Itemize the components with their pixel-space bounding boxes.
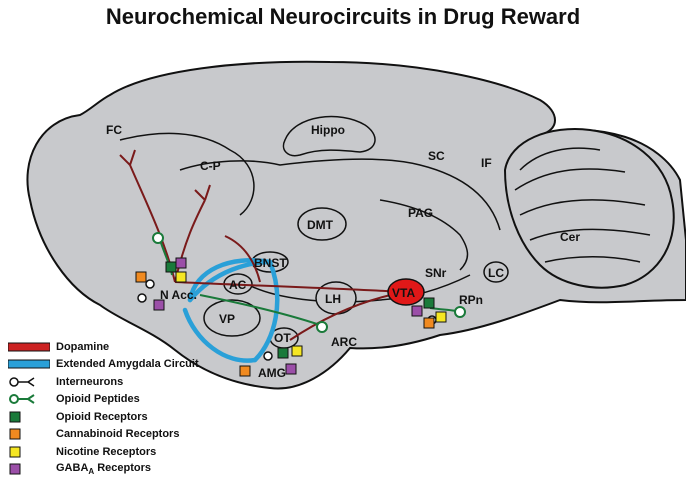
region-label-nacc: N Acc. xyxy=(160,288,197,302)
legend-item-interneurons: Interneurons xyxy=(8,373,199,391)
interneuron-icon xyxy=(9,377,35,387)
gaba-label-main: GABA xyxy=(56,462,89,475)
legend: Dopamine Extended Amygdala Circuit Inter… xyxy=(8,338,199,478)
legend-label-opioid-receptors: Opioid Receptors xyxy=(56,410,148,423)
opioid-peptide-terminal xyxy=(152,232,164,244)
diagram-title: Neurochemical Neurocircuits in Drug Rewa… xyxy=(105,4,581,29)
nicotine-receptor-icon xyxy=(9,446,21,458)
legend-item-gaba-receptors: GABAA Receptors xyxy=(8,461,199,479)
legend-label-opioid-peptides: Opioid Peptides xyxy=(56,393,140,406)
region-label-ac: AC xyxy=(229,278,247,292)
opioid-peptide-icon xyxy=(9,394,35,405)
gaba-label-sub: A xyxy=(88,467,95,477)
cerebellar-folia xyxy=(514,147,651,263)
opioid-peptide-terminal xyxy=(316,321,328,333)
hippocampus-outline xyxy=(282,115,376,157)
sulcus-lines xyxy=(119,132,501,303)
region-label-dmt: DMT xyxy=(307,218,334,232)
cannabinoid-receptor-icon xyxy=(9,428,21,440)
region-label-ot: OT xyxy=(274,331,291,345)
region-label-bnst: BNST xyxy=(254,256,287,270)
dmt-region xyxy=(297,207,347,241)
legend-item-opioid-peptides: Opioid Peptides xyxy=(8,391,199,409)
cerebellum-outline xyxy=(503,128,675,289)
vta-region xyxy=(387,278,425,306)
legend-label-interneurons: Interneurons xyxy=(56,375,124,388)
region-label-rpn: RPn xyxy=(459,293,483,307)
legend-label-nicotine-receptors: Nicotine Receptors xyxy=(56,445,157,458)
legend-item-opioid-receptors: Opioid Receptors xyxy=(8,408,199,426)
region-label-lc: LC xyxy=(488,266,504,280)
region-label-sc: SC xyxy=(428,149,445,163)
legend-item-amygdala: Extended Amygdala Circuit xyxy=(8,356,199,374)
region-label-snr: SNr xyxy=(425,266,447,280)
amygdala-swatch xyxy=(8,359,50,369)
region-label-fc: FC xyxy=(106,123,122,137)
vta-receptors xyxy=(411,297,447,329)
dopamine-swatch xyxy=(8,342,50,352)
amygdala-circuit xyxy=(182,258,280,363)
amg-receptors xyxy=(239,345,303,377)
nacc-receptors xyxy=(135,257,187,311)
legend-item-cannabinoid-receptors: Cannabinoid Receptors xyxy=(8,426,199,444)
gaba-receptor-icon xyxy=(9,463,21,475)
region-label-cer: Cer xyxy=(560,230,580,244)
region-label-arc: ARC xyxy=(331,335,357,349)
lc-region xyxy=(483,261,509,283)
region-label-vta: VTA xyxy=(392,286,415,300)
legend-label-cannabinoid-receptors: Cannabinoid Receptors xyxy=(56,428,180,441)
region-label-cp: C-P xyxy=(200,159,221,173)
legend-label-dopamine: Dopamine xyxy=(56,340,110,353)
region-label-pag: PAG xyxy=(408,206,433,220)
legend-label-amygdala: Extended Amygdala Circuit xyxy=(56,358,199,371)
region-label-lh: LH xyxy=(325,292,341,306)
region-label-vp: VP xyxy=(219,312,235,326)
gaba-label-suffix: Receptors xyxy=(94,462,152,475)
opioid-peptide-terminal xyxy=(454,306,466,318)
region-label-if: IF xyxy=(481,156,492,170)
vp-region xyxy=(203,299,261,337)
legend-item-nicotine-receptors: Nicotine Receptors xyxy=(8,443,199,461)
region-label-amg: AMG xyxy=(258,366,286,380)
region-label-hippo: Hippo xyxy=(311,123,345,137)
legend-label-gaba-receptors: GABAA Receptors xyxy=(56,462,151,476)
legend-item-dopamine: Dopamine xyxy=(8,338,199,356)
opioid-receptor-icon xyxy=(9,411,21,423)
